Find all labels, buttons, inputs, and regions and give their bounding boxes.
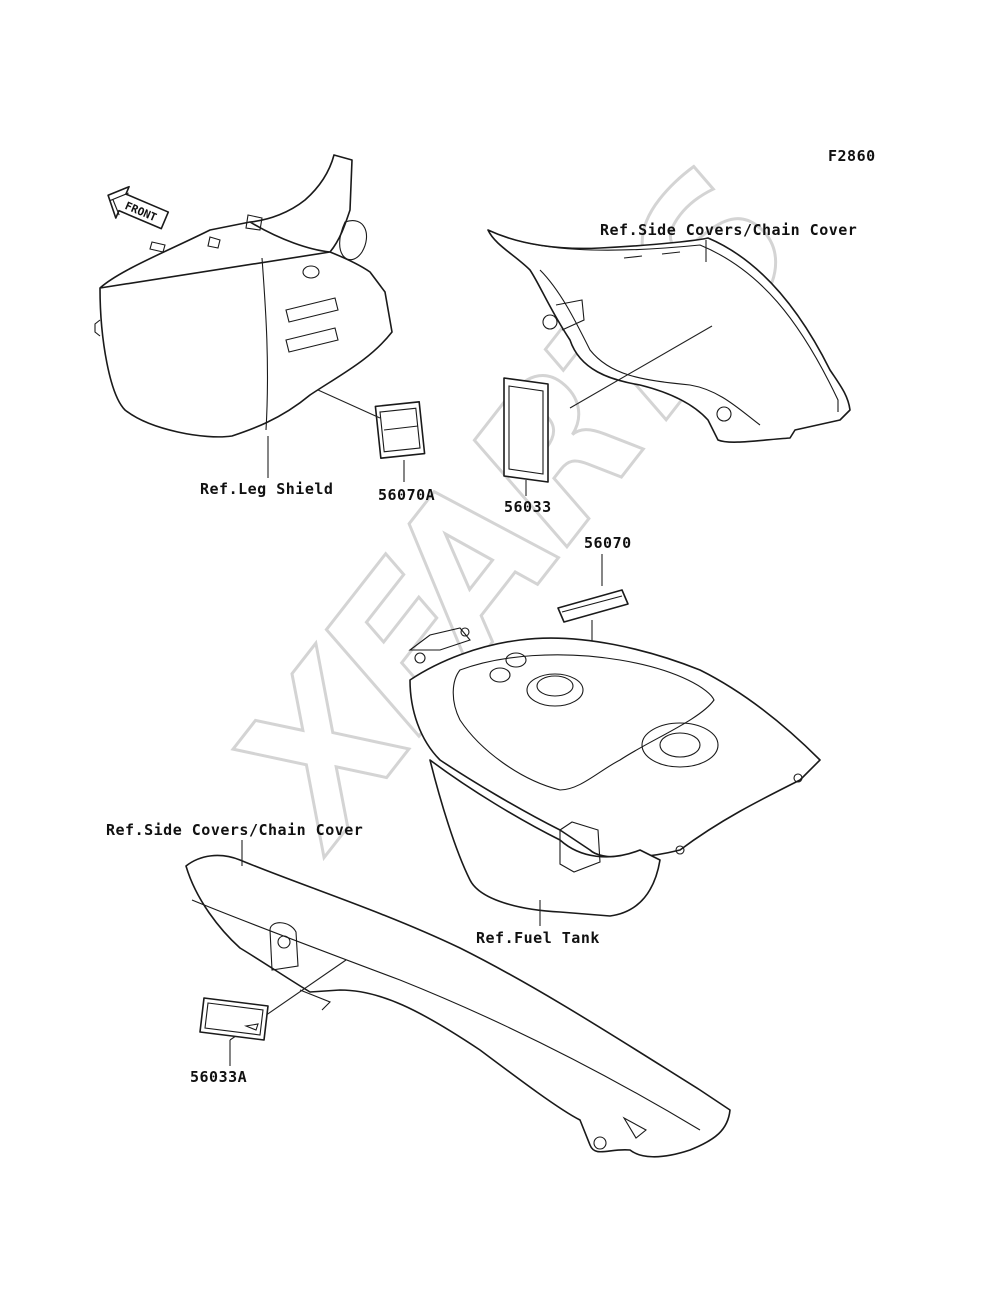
chain-cover-part xyxy=(185,854,731,1158)
part-number-56070a: 56070A xyxy=(378,486,435,504)
side-cover-top-leader xyxy=(569,240,713,409)
leg-shield-part xyxy=(94,154,393,438)
part-number-56033a: 56033A xyxy=(190,1068,247,1086)
figure-id: F2860 xyxy=(828,147,876,165)
part-number-56070: 56070 xyxy=(584,534,632,552)
part-number-56033: 56033 xyxy=(504,498,552,516)
label-ref-side-covers-bottom: Ref.Side Covers/Chain Cover xyxy=(106,821,363,839)
decal-56070 xyxy=(557,589,629,623)
front-arrow-icon: FRONT xyxy=(107,185,170,230)
label-ref-fuel-tank: Ref.Fuel Tank xyxy=(476,929,600,947)
decal-56033 xyxy=(503,377,549,483)
label-ref-leg-shield: Ref.Leg Shield xyxy=(200,480,333,498)
label-ref-side-covers-top: Ref.Side Covers/Chain Cover xyxy=(600,221,857,239)
fuel-tank-part xyxy=(408,627,821,917)
decal-56033a xyxy=(199,997,269,1041)
decal-56070a xyxy=(374,401,426,459)
side-cover-part xyxy=(487,229,851,443)
leader-56070a xyxy=(317,389,405,482)
